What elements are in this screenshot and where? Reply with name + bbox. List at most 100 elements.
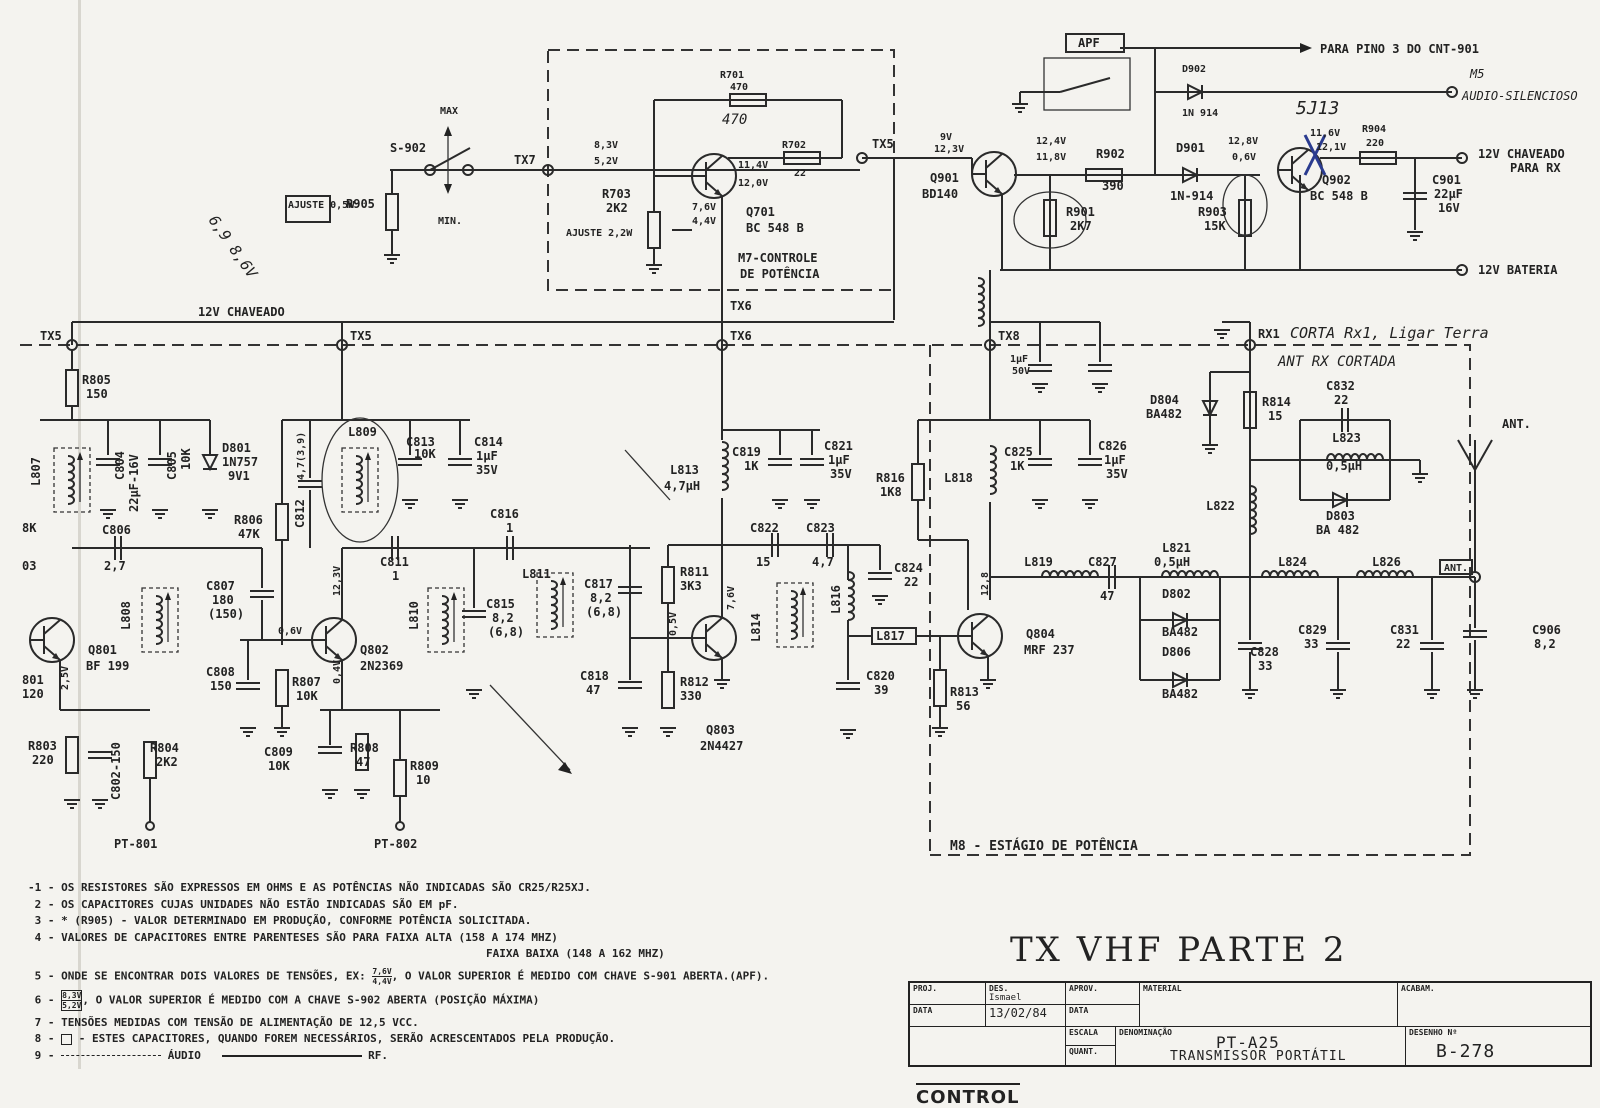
v52-label: 5,2V [594,156,618,167]
r904-value: 220 [1366,138,1384,149]
d901-type: 1N-914 [1170,189,1213,203]
r904-label: R904 [1362,124,1386,135]
d902-label: D902 [1182,64,1206,75]
m7-label-2: DE POTÊNCIA [740,266,820,281]
d804-type: BA482 [1146,407,1182,421]
d802-label: D802 [1162,587,1191,601]
v116-label: 11,6V [1310,128,1340,139]
q902-label: Q902 [1322,173,1351,187]
c831-label: C831 [1390,623,1419,637]
r903-label: R903 [1198,205,1227,219]
c805-label: C805 [165,451,179,480]
r816-label: R816 [876,471,905,485]
c821-label: C821 [824,439,853,453]
v06-label: 0,6V [1232,152,1256,163]
ajuste-05-label: AJUSTE 0,5W [288,200,355,211]
schematic-sheet: APF PARA PINO 3 DO CNT-901 D902 1N 914 M… [20,0,1592,1108]
m8-module-outline [20,344,1471,856]
m8-label: M8 - ESTÁGIO DE POTÊNCIA [950,838,1138,854]
q801-type: BF 199 [86,659,129,673]
c822-value: 15 [756,555,770,569]
note-1: -1 - OS RESISTORES SÃO EXPRESSOS EM OHMS… [28,881,591,894]
tb-logo-cell: CONTROL [910,1027,1066,1108]
r808-label: R808 [350,741,379,755]
m7-label: M7-CONTROLE [738,251,817,265]
c829-value: 33 [1304,637,1318,651]
tx6-top-label: TX6 [730,299,752,313]
d803-label: D803 [1326,509,1355,523]
tb-data2: DATA [1066,1005,1140,1027]
c816-label: C816 [490,507,519,521]
tb-denominacao: DENOMINAÇÃO PT-A25 TRANSMISSOR PORTÁTIL [1116,1027,1406,1065]
r804-value: 2K2 [156,755,178,769]
r801-label: 801 [22,673,44,687]
note-7: 7 - TENSÕES MEDIDAS COM TENSÃO DE ALIMEN… [34,1015,419,1029]
tb-proj: PROJ. [910,983,986,1005]
tb-escala: ESCALA [1066,1027,1116,1046]
d801-voltage: 9V1 [228,469,250,483]
tb-data-value: 13/02/84 [986,1005,1066,1027]
c816-value: 1 [506,521,513,535]
v114-label: 11,4V [738,160,768,171]
note-9: 9 - ÁUDIO RF. [34,1048,388,1062]
note-4: 4 - VALORES DE CAPACITORES ENTRE PARENTE… [34,930,558,944]
q901-voltage-1: 9V [940,132,952,143]
c826-value: 1μF [1104,453,1126,467]
c815-label: C815 [486,597,515,611]
paper-fold [78,0,81,1069]
corta-rx1-note: CORTA Rx1, Ligar Terra [1290,324,1489,342]
c823-value: 4,7 [812,555,834,569]
c820-label: C820 [866,669,895,683]
c901-label: C901 [1432,173,1461,187]
r814-value: 15 [1268,409,1282,423]
d806-type: BA482 [1162,687,1198,701]
min-label: MIN. [438,216,462,227]
q901-label: Q901 [930,171,959,185]
pt802-label: PT-802 [374,837,417,851]
ant-label: ANT. [1502,417,1531,431]
note-2: 2 - OS CAPACITORES CUJAS UNIDADES NÃO ES… [34,897,459,911]
v83-label: 8,3V [594,140,618,151]
r703-label: R703 [602,187,631,201]
v124-label: 12,4V [1036,136,1066,147]
c831-value: 22 [1396,637,1410,651]
tb-quant: QUANT. [1066,1046,1116,1065]
note-4b: FAIXA BAIXA (148 A 162 MHZ) [486,947,665,960]
ant-box-label: ANT. [1444,563,1468,574]
r808-value: 47 [356,755,370,769]
l809-label: L809 [348,425,377,439]
c815-value: 8,2 [492,611,514,625]
d902-type: 1N 914 [1182,108,1218,119]
c826-label: C826 [1098,439,1127,453]
r811-value: 3K3 [680,579,702,593]
q802-vb-label: 0,6V [278,626,302,637]
c828-label: C828 [1250,645,1279,659]
r807-label: R807 [292,675,321,689]
d802-type: BA482 [1162,625,1198,639]
c809-value: 10K [268,759,290,773]
c807-alt: (150) [208,607,244,621]
r811-label: R811 [680,565,709,579]
c824-label: C824 [894,561,923,575]
tb-des: DES.Ismael [986,983,1066,1005]
tb-material: MATERIAL [1140,983,1398,1027]
l821-label: L821 [1162,541,1191,555]
c906-label: C906 [1532,623,1561,637]
q901-voltage-2: 12,3V [934,144,964,155]
r803-label: R803 [28,739,57,753]
r814-label: R814 [1262,395,1291,409]
c821-voltage: 35V [830,467,852,481]
c813-label: C813 [406,435,435,449]
c808-value: 150 [210,679,232,693]
l818-label: L818 [944,471,973,485]
q803-label: Q803 [706,723,735,737]
v44-label: 4,4V [692,216,716,227]
l826-label: L826 [1372,555,1401,569]
q802-ve-label: 0,4V [332,660,343,684]
c813-value: 10K [414,447,436,461]
c824-value: 22 [904,575,918,589]
l824-label: L824 [1278,555,1307,569]
l821-value: 0,5μH [1154,555,1190,569]
c815-alt: (6,8) [488,625,524,639]
